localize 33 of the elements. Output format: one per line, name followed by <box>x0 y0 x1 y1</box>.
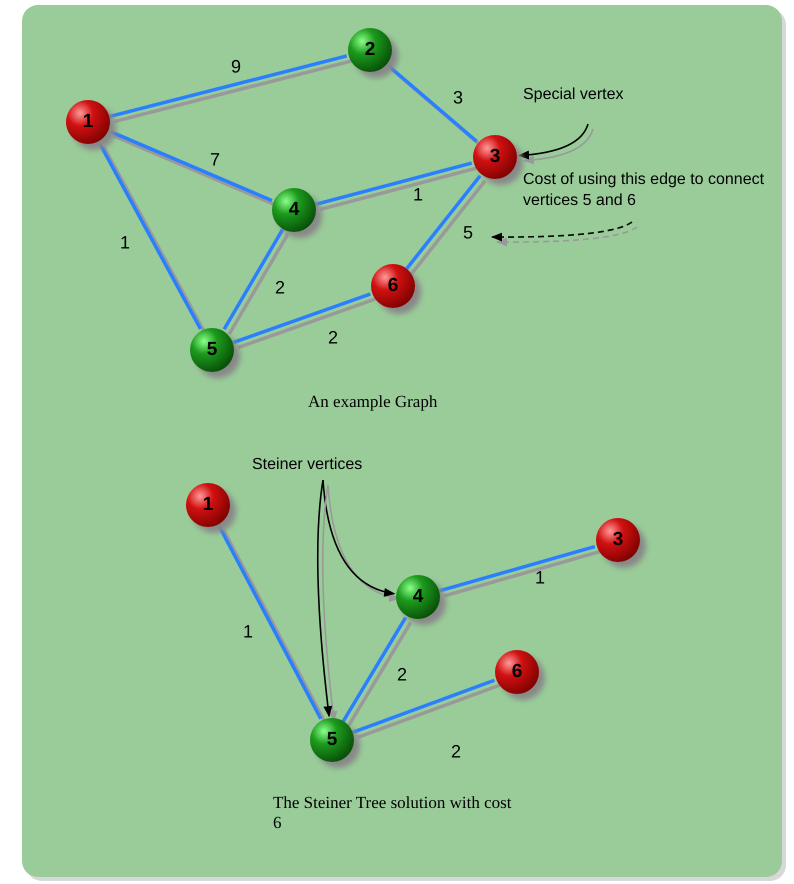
graph-edge <box>352 678 496 734</box>
graph-edge <box>108 54 348 118</box>
graph-edge <box>108 129 273 202</box>
graph-edge <box>342 616 408 722</box>
arrow <box>316 480 332 718</box>
caption-text: The Steiner Tree solution with cost 6 <box>273 793 512 834</box>
graph-edge <box>386 62 478 143</box>
graph-edge <box>232 292 371 344</box>
edge-label: 1 <box>120 232 130 254</box>
graph-edge <box>438 544 596 593</box>
arrow <box>322 480 396 596</box>
graph-edge <box>216 524 322 720</box>
annotation-text: Cost of using this edge to connect vertices 5 and 6 <box>523 170 768 212</box>
edge-label: 2 <box>397 664 407 686</box>
edge-label: 1 <box>413 184 423 206</box>
edge-label: 5 <box>463 222 473 244</box>
annotation-text: Special vertex <box>523 85 673 106</box>
edge-label: 1 <box>535 568 545 588</box>
edge-label: 1 <box>243 622 253 642</box>
edge-label: 7 <box>210 150 220 170</box>
graph-edge <box>405 174 482 270</box>
edge-label: 3 <box>453 88 463 108</box>
caption-text: An example Graph <box>308 392 438 412</box>
edge-label: 9 <box>231 56 241 78</box>
graph-edge <box>96 140 202 330</box>
edge-label: 2 <box>275 278 285 298</box>
graph-edge <box>314 161 472 206</box>
edge-label: 2 <box>451 742 461 762</box>
graph-edge <box>222 228 284 330</box>
annotation-text: Steiner vertices <box>252 455 422 476</box>
arrow <box>518 124 589 160</box>
arrow <box>490 221 632 242</box>
edge-label: 2 <box>328 328 338 348</box>
